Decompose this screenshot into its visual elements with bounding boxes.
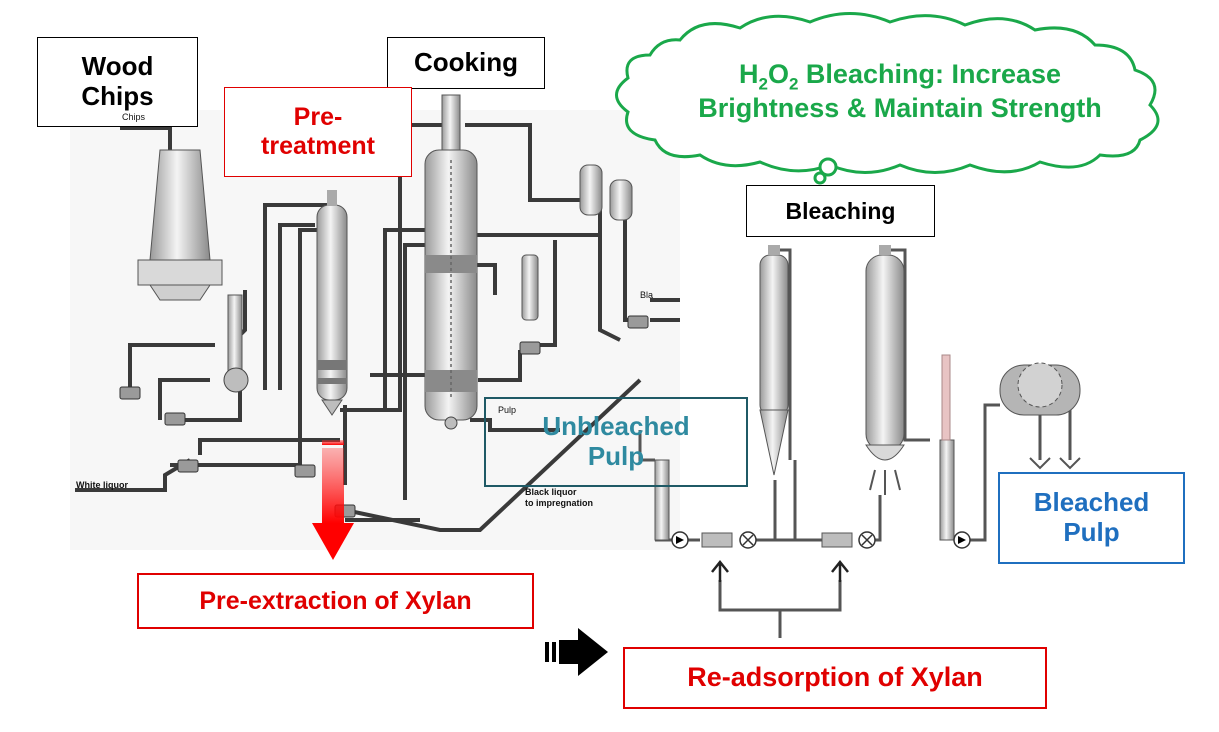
chips-small-label: Chips (122, 112, 146, 122)
pretreatment-label-line1: Pre- (293, 103, 343, 132)
cloud-text-line1: H2O2 Bleaching: Increase (739, 59, 1061, 94)
pulp-small-label: Pulp (498, 405, 517, 415)
pretreatment-box: Pre- treatment (224, 87, 412, 177)
cloud-sub-b: 2 (788, 73, 799, 93)
wood-chips-box: Wood Chips (37, 37, 198, 127)
cooking-box: Cooking (387, 37, 545, 89)
bleaching-box: Bleaching (746, 185, 935, 237)
bleached-pulp-line1: Bleached (1033, 487, 1150, 518)
pre-extraction-arrow (312, 440, 354, 560)
wood-chips-label-line1: Wood (81, 51, 154, 82)
transfer-arrow (545, 628, 608, 676)
unbleached-pulp-line1: Unbleached (542, 411, 690, 442)
cloud-line1-rest: Bleaching: Increase (798, 58, 1062, 89)
pre-extraction-label: Pre-extraction of Xylan (199, 586, 472, 615)
white-liquor-label: White liquor (76, 480, 128, 490)
bleached-pulp-line2: Pulp (1063, 517, 1120, 547)
cloud-sub-a: 2 (758, 73, 768, 93)
cloud-h: H (738, 58, 759, 89)
bla-small-label: Bla (640, 290, 654, 300)
drum-washer (999, 362, 1081, 470)
pre-extraction-box: Pre-extraction of Xylan (137, 573, 534, 629)
chemical-feed-arrows (711, 559, 849, 582)
callout-cloud (615, 12, 1160, 185)
bleached-pulp-box: Bleached Pulp (998, 472, 1185, 564)
unbleached-pulp-line2: Pulp (587, 441, 645, 471)
unbleached-pulp-box: Unbleached Pulp (484, 397, 748, 487)
chip-bin (137, 149, 249, 393)
pumps-left (119, 315, 649, 518)
wood-chips-label-line2: Chips (81, 81, 154, 111)
mixers (671, 531, 971, 549)
bleaching-tower-1 (759, 245, 789, 476)
cloud-text: H2O2 Bleaching: Increase Brightness & Ma… (640, 44, 1160, 139)
black-liquor-label-line1: Black liquor (525, 487, 577, 497)
flash-tanks (521, 164, 633, 321)
pretreatment-vessel (316, 190, 348, 416)
cloud-o: O (767, 58, 789, 89)
pipe-network-left (75, 123, 680, 532)
black-liquor-label-line2: to impregnation (525, 498, 593, 508)
washer-columns (654, 354, 955, 541)
bleaching-tower-2 (865, 245, 905, 495)
re-adsorption-box: Re-adsorption of Xylan (623, 647, 1047, 709)
bleaching-label: Bleaching (785, 197, 896, 224)
pretreatment-label-line2: treatment (261, 132, 375, 160)
cooking-label: Cooking (414, 47, 518, 78)
cloud-text-line2: Brightness & Maintain Strength (698, 93, 1102, 124)
digester (424, 94, 478, 430)
re-adsorption-label: Re-adsorption of Xylan (687, 662, 983, 693)
